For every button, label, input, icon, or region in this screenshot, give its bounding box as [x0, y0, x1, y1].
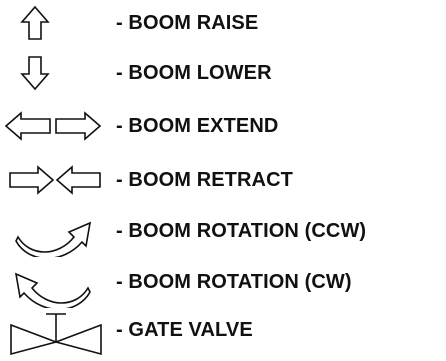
curved-arrow-ccw-icon: [12, 213, 94, 257]
legend-row-boom-rotation-ccw: - BOOM ROTATION (CCW): [0, 213, 446, 257]
legend-row-boom-rotation-cw: - BOOM ROTATION (CW): [0, 264, 446, 308]
arrow-up-icon: [20, 5, 50, 49]
curved-arrow-cw-icon: [12, 264, 94, 308]
legend-row-boom-lower: - BOOM LOWER: [0, 55, 446, 99]
legend-label-boom-rotation-cw: - BOOM ROTATION (CW): [116, 271, 352, 293]
arrow-down-icon: [20, 55, 50, 99]
legend-label-boom-raise: - BOOM RAISE: [116, 12, 259, 34]
legend-row-gate-valve: - GATE VALVE: [0, 312, 446, 356]
arrows-inward-icon: [8, 162, 102, 206]
legend-row-boom-raise: - BOOM RAISE: [0, 5, 446, 49]
legend-label-boom-retract: - BOOM RETRACT: [116, 169, 293, 191]
legend-label-boom-rotation-ccw: - BOOM ROTATION (CCW): [116, 220, 367, 242]
gate-valve-icon: [8, 312, 106, 356]
legend-label-boom-extend: - BOOM EXTEND: [116, 115, 279, 137]
legend-label-boom-lower: - BOOM LOWER: [116, 62, 272, 84]
legend-label-gate-valve: - GATE VALVE: [116, 319, 253, 341]
legend-row-boom-retract: - BOOM RETRACT: [0, 162, 446, 206]
legend-row-boom-extend: - BOOM EXTEND: [0, 108, 446, 152]
arrows-outward-icon: [4, 108, 102, 152]
